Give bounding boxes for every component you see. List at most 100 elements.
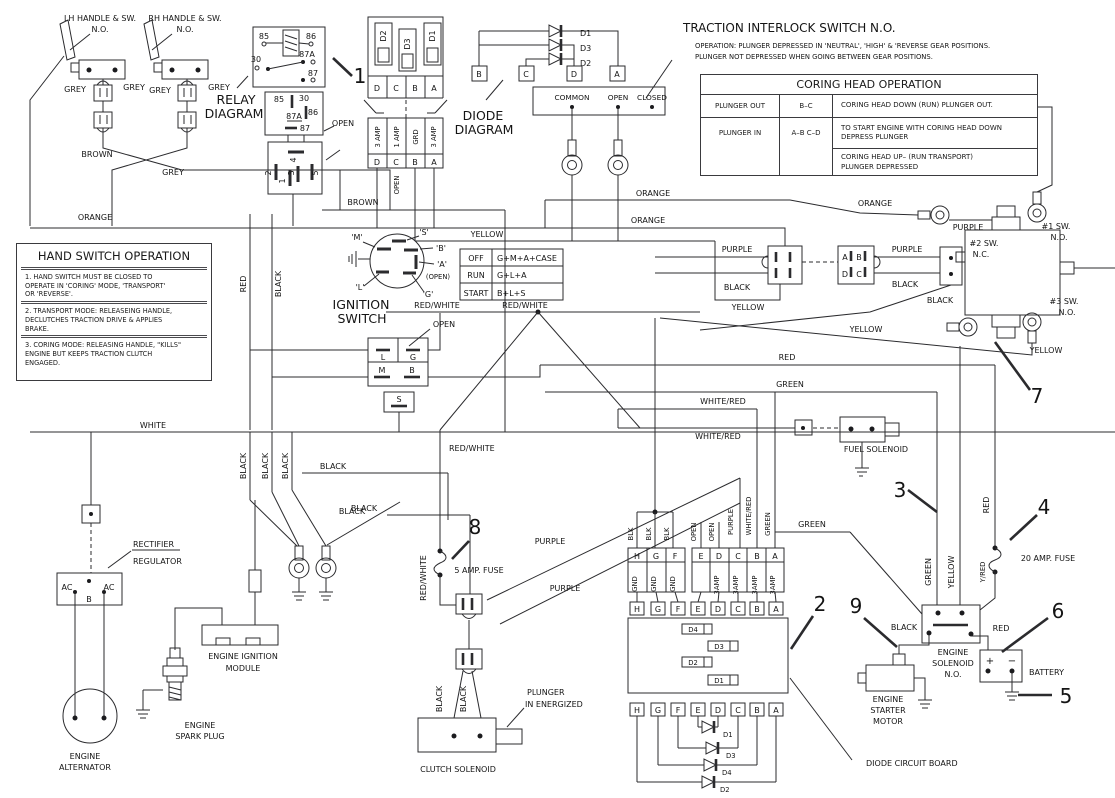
callout-7: 7 — [1031, 384, 1044, 408]
ign-term-l: 'L' — [356, 283, 365, 292]
fuse-d3: D3 — [403, 38, 412, 49]
rating-3amp: 3 AMP — [374, 126, 382, 147]
relay-pin-30: 30 — [251, 55, 261, 64]
interlock-plug-b — [837, 245, 875, 285]
ring-terminal — [958, 317, 978, 337]
coring-r3c3: CORING HEAD UP– (RUN TRANSPORT) PLUNGER … — [833, 148, 1037, 176]
coring-r1c1: PLUNGER OUT — [701, 95, 780, 117]
relay-socket-87a: 87A — [286, 112, 302, 121]
starter-motor-body — [865, 664, 915, 692]
wire-label-blk: BLK — [663, 527, 671, 540]
battery-box — [979, 649, 1023, 683]
interlock-switch-plate — [532, 86, 666, 116]
rectifier-b: B — [86, 595, 92, 604]
board-term: B — [754, 605, 760, 614]
wire-label-yellow: YELLOW — [849, 325, 883, 334]
ring-terminal — [607, 154, 629, 176]
relay-pin-87: 87 — [308, 69, 318, 78]
diode-circuit-board: BLK BLK BLK H G F GND GND GND OPEN OPEN … — [627, 318, 958, 794]
board-term: F — [676, 605, 681, 614]
switch-3-state: N.O. — [1058, 308, 1075, 317]
ring-terminal — [561, 154, 583, 176]
board-term: A — [773, 605, 779, 614]
fuse-5amp-label: 5 AMP. FUSE — [454, 566, 503, 575]
handle-switches: LH HANDLE & SW. N.O. RH HANDLE & SW. N.O… — [29, 14, 341, 226]
coring-r2c2: A–B C–D — [780, 118, 833, 148]
wire-label-purple: PURPLE — [892, 245, 923, 254]
coring-r3c2 — [780, 148, 833, 176]
conn-g: G — [410, 353, 416, 362]
clutch-connector-a — [455, 593, 483, 615]
ring-terminal — [1027, 203, 1047, 223]
rating-3amp: 3 AMP — [430, 126, 438, 147]
board-d2: D2 — [688, 659, 698, 667]
wire-label-purple: PURPLE — [722, 245, 753, 254]
plug-term-d: D — [842, 270, 848, 279]
open-label-vert: OPEN — [393, 176, 401, 195]
wire-label-black-vert: BLACK — [261, 452, 270, 479]
interlock-common: COMMON — [554, 93, 589, 102]
ign-term-g: 'G' — [423, 290, 434, 299]
clutch-solenoid-body — [417, 717, 497, 753]
wire-label-red-vert: RED — [982, 497, 991, 514]
wire-label-black-vert: BLACK — [435, 685, 444, 712]
coring-r2c1: PLUNGER IN — [701, 118, 780, 148]
wire-label-orange: ORANGE — [858, 199, 892, 208]
starter-label-1: ENGINE — [873, 695, 904, 704]
clutch-connector-b — [455, 648, 483, 670]
wire-label-grey: GREY — [149, 86, 171, 95]
fuel-solenoid-body — [839, 416, 886, 443]
diode-d1: D1 — [580, 29, 591, 38]
net-d1: D1 — [723, 731, 733, 739]
fuse-col-c: C — [393, 84, 399, 93]
clutch-plunger — [495, 728, 523, 745]
engine-solenoid-body — [921, 604, 981, 644]
rh-no-label: N.O. — [176, 25, 193, 34]
callout-8: 8 — [469, 515, 482, 539]
callout-6: 6 — [1052, 599, 1065, 623]
board-term: E — [695, 605, 700, 614]
relay-pin-86: 86 — [306, 32, 316, 41]
interlock-closed: CLOSED — [637, 93, 667, 102]
diode-board-body — [627, 617, 789, 694]
board-term: G — [655, 605, 661, 614]
wire-label-brown: BROWN — [81, 150, 112, 159]
wire-label-grey: GREY — [123, 83, 145, 92]
relay-title-1: RELAY — [216, 92, 255, 107]
wire-label-red: RED — [779, 353, 796, 362]
coring-r3c1 — [701, 148, 780, 176]
gnd-label: GND — [669, 576, 677, 592]
board-term: F — [676, 706, 681, 715]
wire-label-yred-vert: Y/RED — [979, 562, 987, 584]
relay-plug-socket — [267, 141, 323, 195]
relay-title-2: DIAGRAM — [205, 106, 264, 121]
socket-pin-5: 5 — [311, 170, 320, 175]
board-term: H — [634, 706, 640, 715]
wire-label-open-vert: OPEN — [690, 523, 698, 542]
open-label: OPEN — [332, 119, 354, 128]
coring-r2c3: TO START ENGINE WITH CORING HEAD DOWN DE… — [841, 123, 1002, 141]
amp-block-e: E — [698, 552, 703, 561]
board-term: C — [735, 706, 741, 715]
hand-switch-note-3: 3. CORING MODE: RELEASING HANDLE, "KILLS… — [25, 341, 182, 367]
board-d4: D4 — [688, 626, 698, 634]
ignition-module-label-2: MODULE — [226, 664, 261, 673]
wire-label-blk: BLK — [645, 527, 653, 540]
wire-label-black: BLACK — [724, 283, 751, 292]
callout-4: 4 — [1038, 495, 1051, 519]
diode-diagram: DIODE DIAGRAM D1 D3 D2 B C D A — [455, 24, 626, 137]
battery-minus: − — [1008, 656, 1016, 667]
wire-label-red-white-vert: RED/WHITE — [419, 555, 428, 601]
diode-title-1: DIODE — [463, 108, 504, 123]
amp-3amp: 3AMP — [751, 576, 759, 595]
conn-s: S — [396, 395, 401, 404]
coring-head-operation-table: CORING HEAD OPERATION PLUNGER OUT B–C CO… — [700, 74, 1038, 176]
fuse-col-b: B — [412, 84, 418, 93]
hand-switch-note-1: 1. HAND SWITCH MUST BE CLOSED TO OPERATE… — [25, 273, 166, 299]
fuse-col-d: D — [374, 84, 380, 93]
callout-2: 2 — [814, 592, 827, 616]
socket-pin-3: 3 — [287, 170, 296, 175]
fuse-panel: D2 D3 D1 D C B A 3 AMP 1 AMP GRD 3 AMP D… — [363, 16, 448, 241]
board-terminals-top: H G F E D C B A — [629, 601, 784, 616]
diode-title-2: DIAGRAM — [455, 122, 514, 137]
